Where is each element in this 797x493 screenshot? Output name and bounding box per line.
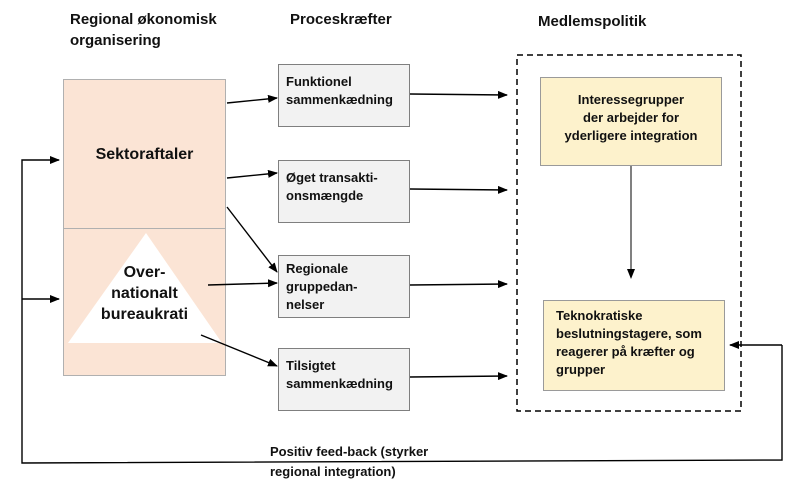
arrow-supranational-to-regional-groups (207, 279, 278, 288)
feedback-label: Positiv feed-back (styrker regional inte… (270, 444, 429, 479)
header-regional: Regional økonomisk organisering (70, 11, 217, 49)
supranational-bureaucracy-label: Over- nationalt bureaukrati (100, 264, 189, 323)
feedback-loop-to-sector (21, 156, 783, 464)
technocrats-box: Teknokratiske beslutningstagere, som rea… (543, 300, 725, 391)
arrow-transaction-to-member (409, 185, 508, 194)
process-intended-linkage: Tilsigtet sammenkædning (278, 348, 410, 411)
regional-divider (63, 228, 226, 229)
header-process: Proceskræfter (290, 11, 392, 28)
interest-groups-box: Interessegrupper der arbejder for yderli… (540, 77, 722, 166)
supranational-triangle (68, 233, 222, 343)
arrow-functional-to-member (409, 90, 508, 99)
process-functional-linkage: Funktionel sammenkædning (278, 64, 410, 127)
arrow-intended-to-member (409, 372, 508, 381)
arrow-sector-to-transaction (226, 169, 278, 179)
arrow-sector-to-functional (226, 94, 278, 104)
member-policy-frame (516, 54, 742, 412)
arrow-regional-groups-to-member (409, 280, 508, 289)
arrow-sector-to-regional-groups (226, 206, 278, 273)
header-member: Medlemspolitik (538, 13, 647, 30)
sector-agreements-label: Sektoraftaler (95, 146, 194, 163)
process-regional-groups: Regionale gruppedan- nelser (278, 255, 410, 318)
process-increased-transactions: Øget transakti- onsmængde (278, 160, 410, 223)
arrow-supranational-to-intended (200, 334, 278, 367)
